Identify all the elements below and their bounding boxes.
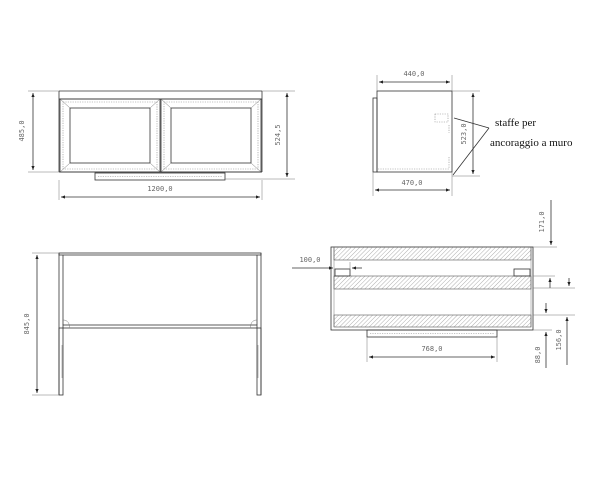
wall-bracket-top bbox=[434, 113, 449, 123]
top-dimension: 171,0 bbox=[538, 211, 546, 232]
annotation-line-1: staffe per bbox=[495, 117, 536, 129]
plan-bottom-strip bbox=[366, 329, 498, 338]
top-depth-dimension: 440,0 bbox=[403, 70, 424, 78]
left-door bbox=[59, 98, 161, 173]
right-door bbox=[160, 98, 262, 173]
bottom-strip bbox=[94, 172, 226, 181]
width-dimension: 1200,0 bbox=[147, 185, 172, 193]
hatched-band-bottom bbox=[333, 314, 532, 328]
elevation-height-dimension: 845,0 bbox=[23, 313, 31, 334]
hatched-band-middle bbox=[333, 275, 532, 290]
bottom-depth-dimension: 470,0 bbox=[401, 179, 422, 187]
bottom-dimension: 88,0 bbox=[534, 347, 542, 364]
offset-dimension: 100,0 bbox=[299, 256, 320, 264]
strip-dimension: 768,0 bbox=[421, 345, 442, 353]
elevation-view: 845,0 bbox=[23, 252, 262, 396]
total-height-dimension: 524,5 bbox=[274, 124, 282, 145]
height-dimension: 485,0 bbox=[18, 120, 26, 141]
side-view: 440,0 470,0 523,0 staffe per ancoraggio … bbox=[372, 70, 573, 196]
leader-lines bbox=[452, 117, 490, 176]
lower-dimension: 156,0 bbox=[555, 329, 563, 350]
side-height-dimension: 523,0 bbox=[460, 123, 468, 144]
hatched-band-top bbox=[333, 246, 532, 261]
annotation-line-2: ancoraggio a muro bbox=[490, 137, 573, 149]
plan-view: 100,0 768,0 171,0 88,0 156,0 bbox=[292, 200, 575, 368]
bracket-right bbox=[513, 268, 531, 277]
bracket-left bbox=[334, 268, 351, 277]
front-view: 1200,0 485,0 524,5 bbox=[18, 90, 295, 200]
